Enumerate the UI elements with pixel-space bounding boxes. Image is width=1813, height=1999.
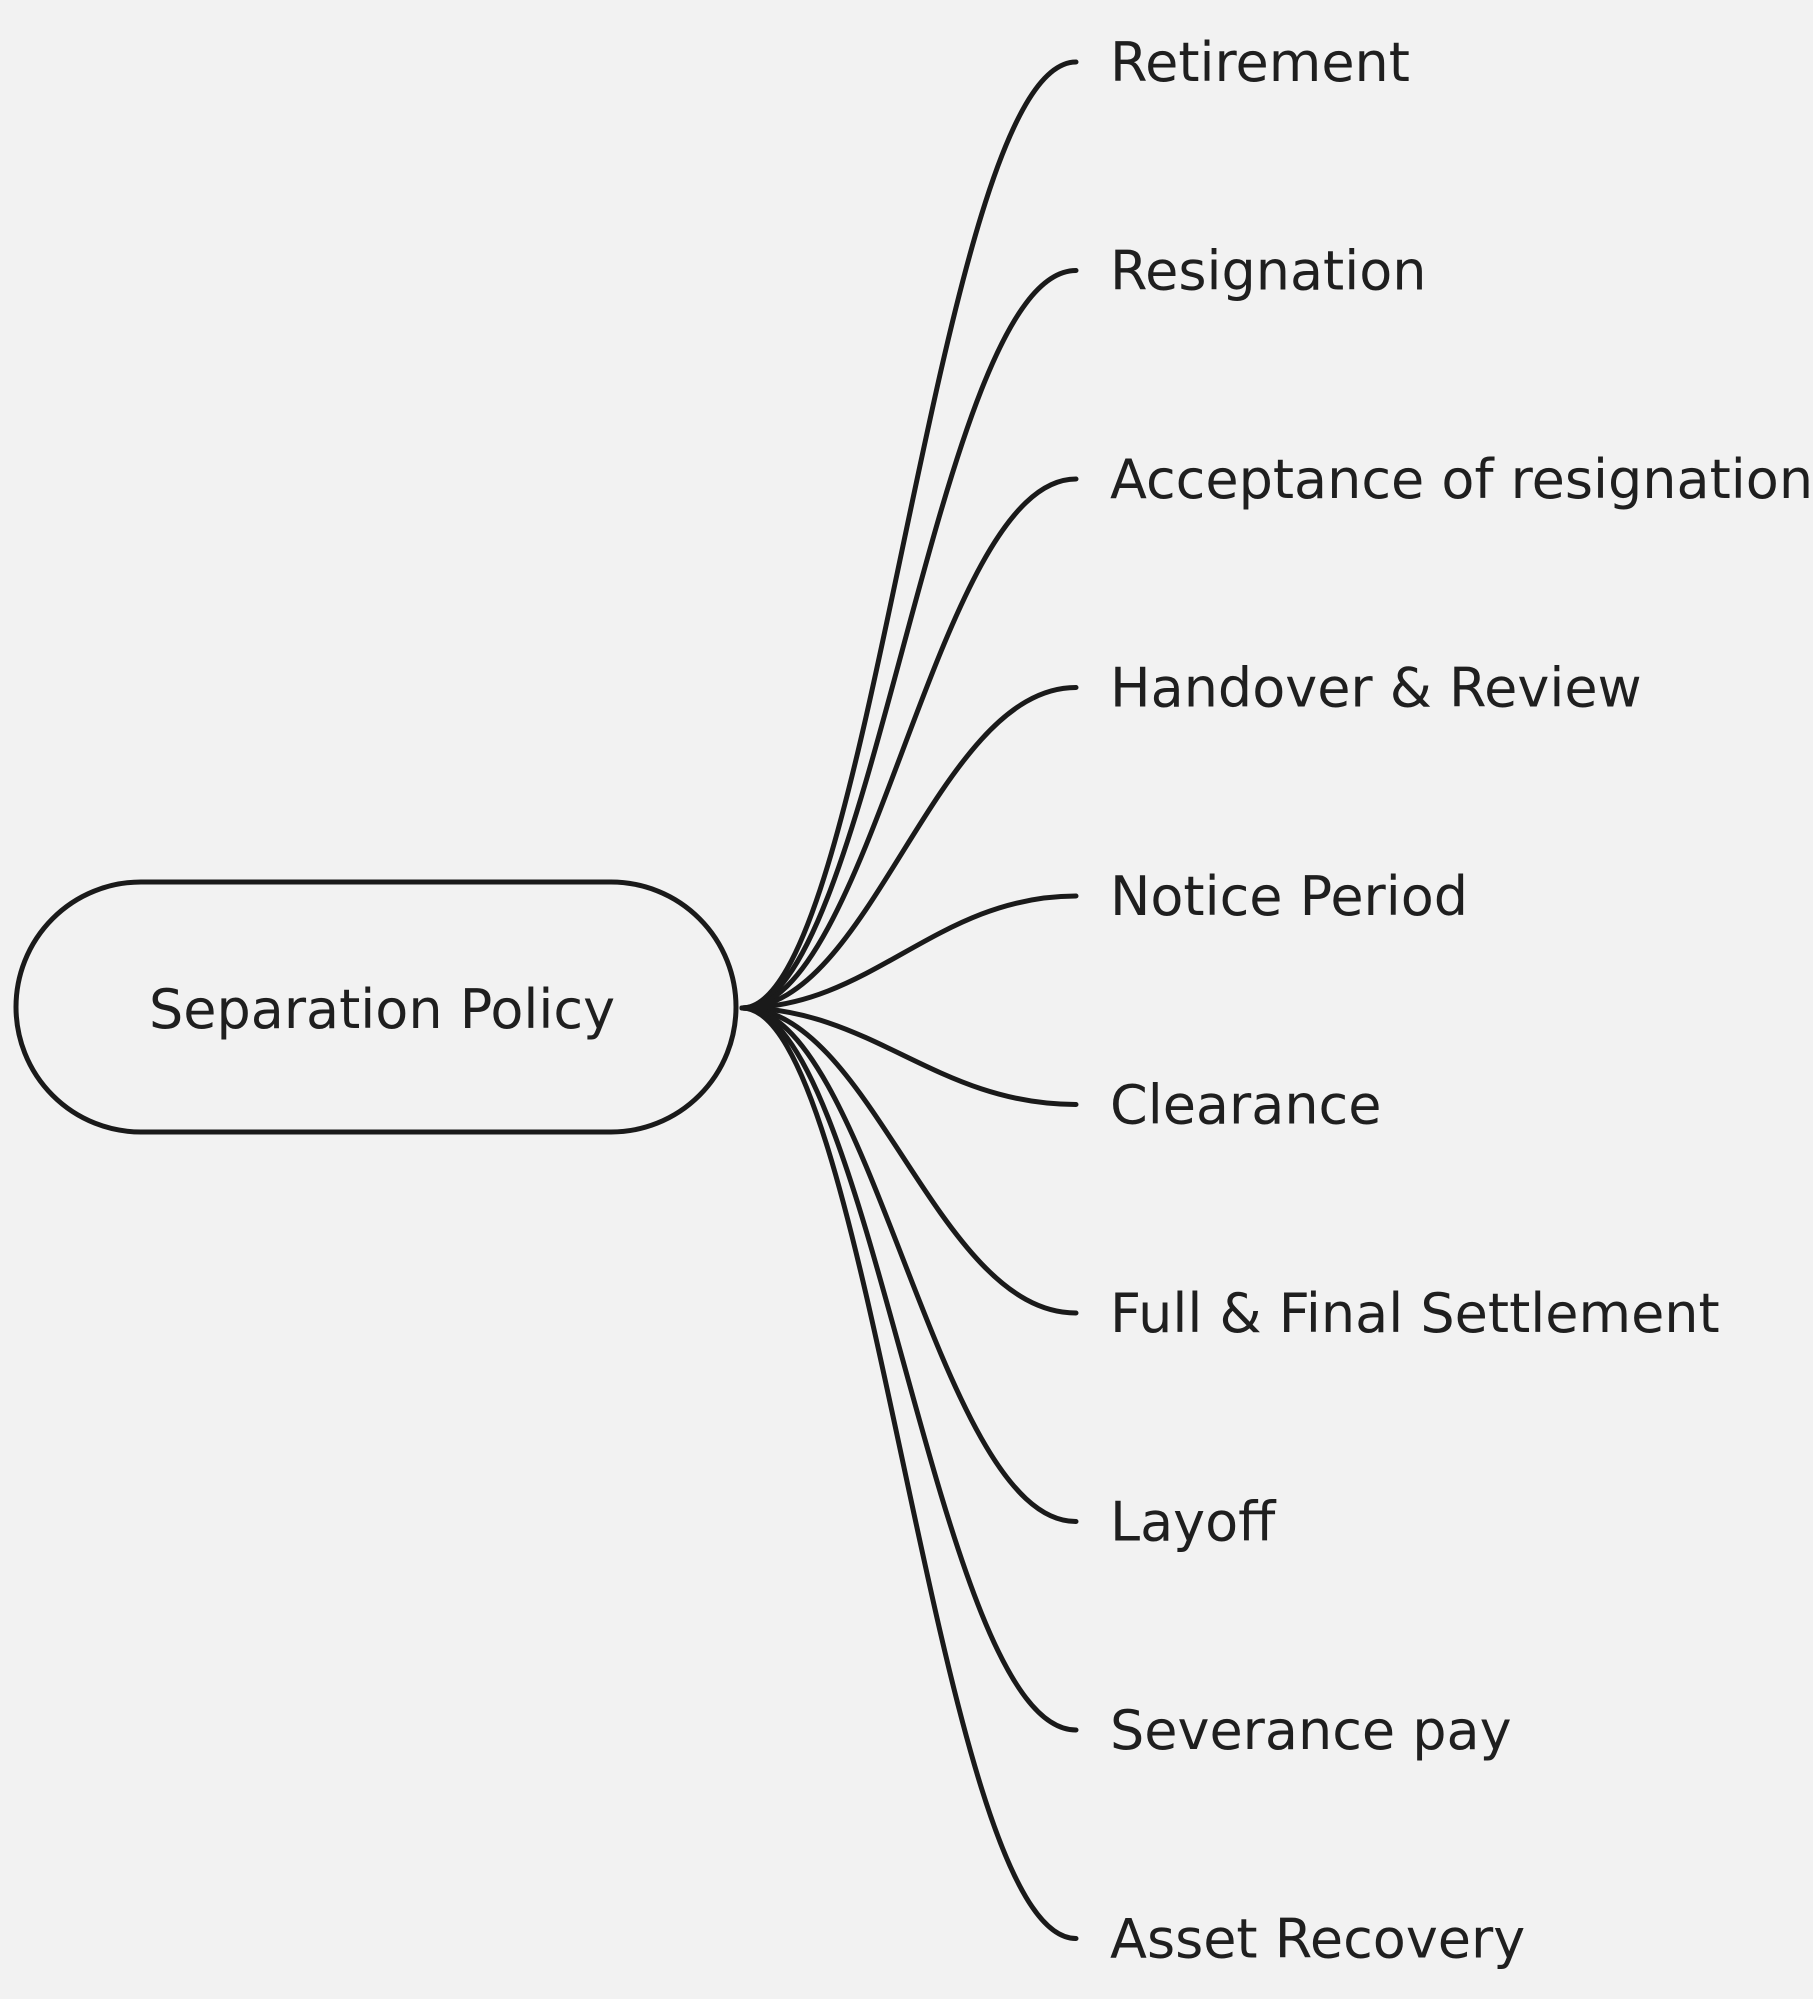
connector-handover-and-review — [739, 685, 1079, 1011]
branch-handover-and-review[interactable]: Handover & Review — [1110, 657, 1642, 720]
connector-resignation — [739, 268, 1079, 1011]
branch-notice-period[interactable]: Notice Period — [1110, 865, 1468, 928]
root-node-label: Separation Policy — [149, 978, 615, 1041]
connector-layoff — [739, 1005, 1079, 1524]
branch-severance-pay[interactable]: Severance pay — [1110, 1699, 1512, 1762]
connector-clearance — [739, 1005, 1079, 1107]
connector-group — [739, 59, 1079, 1941]
root-node[interactable]: Separation Policy — [13, 879, 739, 1135]
branch-clearance[interactable]: Clearance — [1110, 1074, 1381, 1137]
connector-full-and-final-settlement — [739, 1005, 1079, 1316]
connector-severance-pay — [739, 1005, 1079, 1733]
connector-asset-recovery — [739, 1005, 1079, 1941]
connector-notice-period — [739, 893, 1079, 1011]
branch-resignation[interactable]: Resignation — [1110, 240, 1427, 303]
connector-retirement — [739, 59, 1079, 1011]
root-node-shape — [13, 879, 739, 1135]
branch-full-and-final-settlement[interactable]: Full & Final Settlement — [1110, 1282, 1720, 1345]
connector-acceptance-of-resignation — [739, 476, 1079, 1011]
branch-asset-recovery[interactable]: Asset Recovery — [1110, 1908, 1525, 1971]
branch-acceptance-of-resignation[interactable]: Acceptance of resignation — [1110, 448, 1813, 511]
branch-layoff[interactable]: Layoff — [1110, 1491, 1277, 1554]
branch-retirement[interactable]: Retirement — [1110, 31, 1410, 94]
